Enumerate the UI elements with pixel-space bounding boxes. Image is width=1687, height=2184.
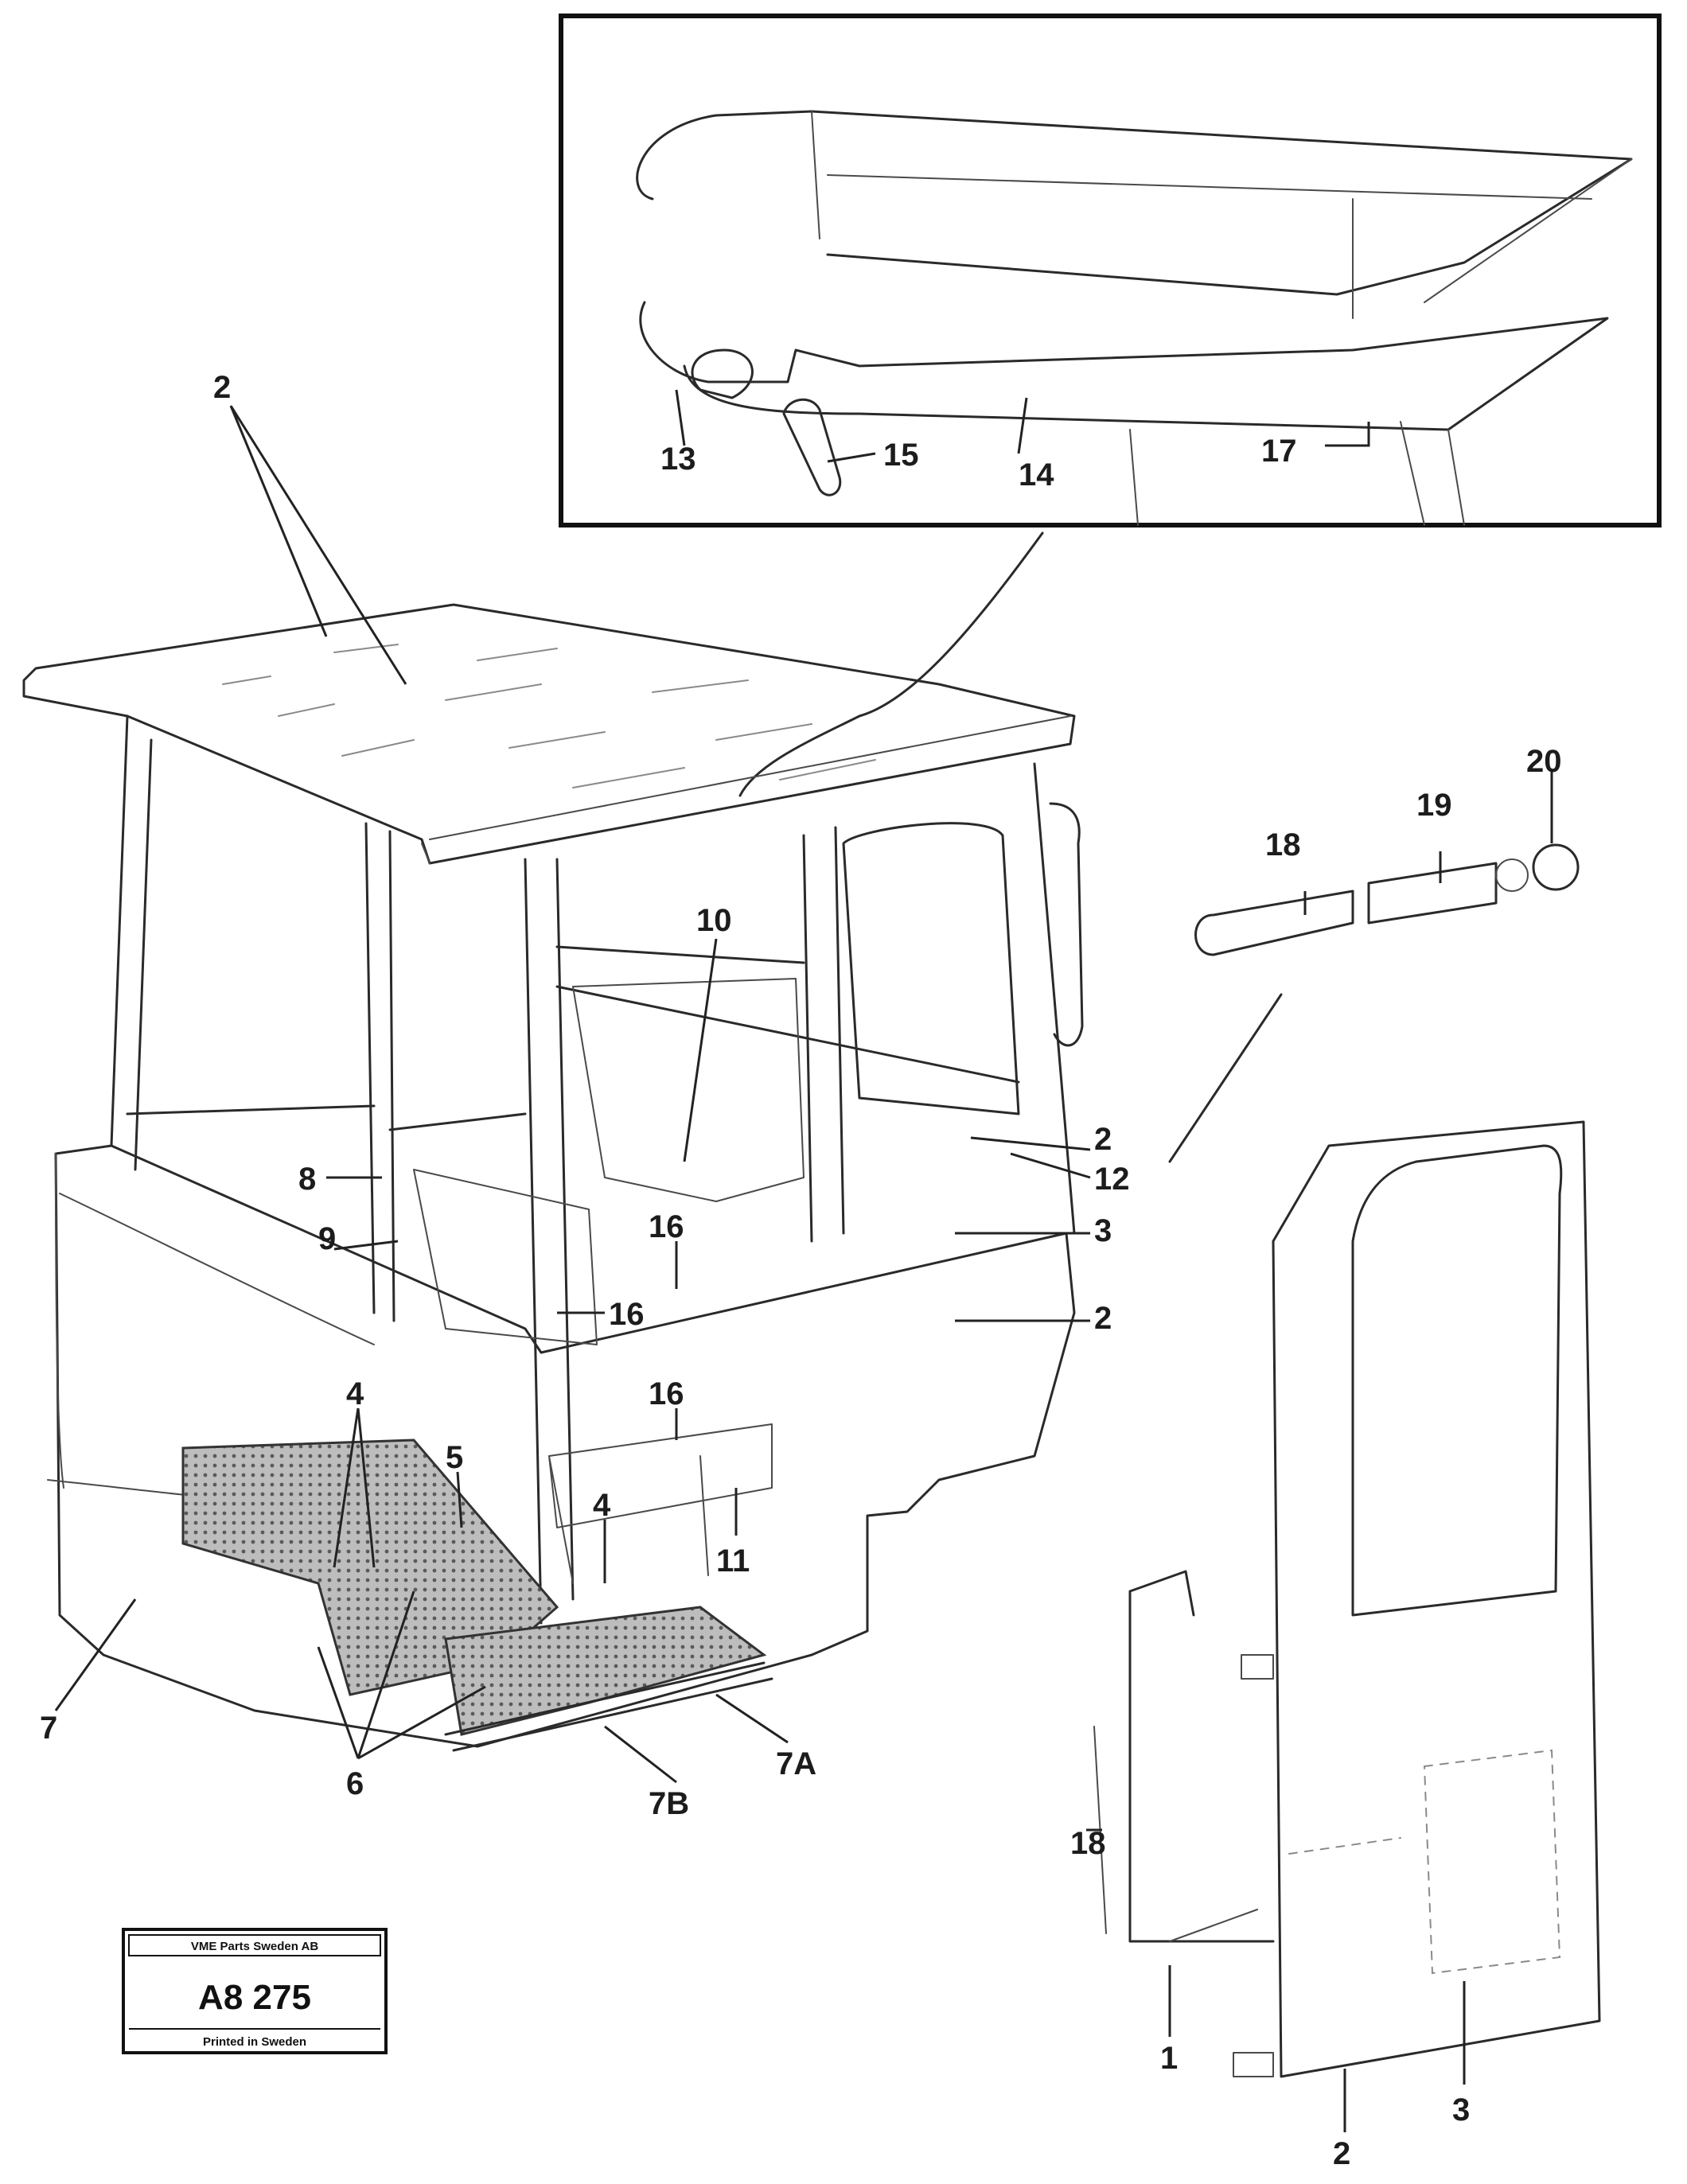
cab-body (22, 603, 1283, 1752)
inset-frame (559, 14, 1662, 528)
door-outline (1272, 1120, 1601, 2078)
door-window (1351, 1144, 1563, 1617)
callout-1: 1 (1160, 2041, 1178, 2076)
door-panel-dashed (1288, 1749, 1561, 1975)
callout-8: 8 (298, 1162, 316, 1197)
callout-15: 15 (883, 438, 919, 473)
inset-hatch-upper (636, 110, 1633, 296)
callout-18-pin: 18 (1265, 827, 1301, 862)
callout-2-right-b: 2 (1094, 1301, 1112, 1336)
stamp-code: A8 275 (198, 1978, 311, 2017)
callout-5: 5 (446, 1440, 463, 1475)
callout-11: 11 (716, 1544, 750, 1579)
callout-3-door: 3 (1452, 2093, 1470, 2128)
inset-handle (782, 398, 842, 496)
window-rail (126, 945, 1020, 1131)
callout-4-left: 4 (346, 1376, 364, 1411)
front-right-pillar (524, 858, 575, 1625)
washer-20 (1495, 858, 1529, 892)
pin-18 (1194, 890, 1354, 956)
sleeve-19 (1367, 862, 1498, 925)
callout-20: 20 (1526, 744, 1562, 779)
callout-2-roof: 2 (213, 370, 231, 405)
middle-pillar (364, 822, 395, 1322)
callout-2-door: 2 (1333, 2136, 1350, 2171)
callout-7A: 7A (776, 1746, 816, 1781)
cab-roof (22, 603, 1076, 865)
rear-right-pillar (1033, 762, 1076, 1235)
callout-18-door: 18 (1070, 1826, 1106, 1861)
dash-panel (413, 978, 805, 1345)
door-hinge-plate (1128, 1570, 1275, 1943)
cab-roof-edge (421, 715, 1071, 864)
callout-10: 10 (696, 903, 732, 938)
callout-7B: 7B (649, 1786, 689, 1821)
callout-4-mid: 4 (593, 1488, 611, 1523)
detail-inset (559, 14, 1662, 528)
pin-pointer (1168, 993, 1283, 1163)
door (1093, 1120, 1601, 2078)
front-left-pillar (110, 714, 153, 1171)
callout-6: 6 (346, 1766, 364, 1801)
inset-hatch-upper-inner (811, 111, 1632, 319)
pin-assembly (1194, 843, 1580, 956)
callout-7: 7 (40, 1711, 57, 1746)
inset-pointer (738, 531, 1044, 797)
nut-20 (1532, 843, 1580, 891)
stamp-footer: Printed in Sweden (203, 2035, 306, 2049)
right-side-window (842, 822, 1020, 1115)
callout-16-a: 16 (649, 1209, 684, 1244)
stamp-company: VME Parts Sweden AB (191, 1940, 318, 1953)
callout-9: 9 (318, 1221, 336, 1256)
callout-17: 17 (1261, 434, 1297, 469)
callout-2-right-a: 2 (1094, 1122, 1112, 1157)
callout-19: 19 (1416, 788, 1452, 823)
door-hinge-rod (1093, 1726, 1258, 1942)
callout-14: 14 (1019, 457, 1054, 492)
floor-mat-front (444, 1606, 767, 1736)
console-box (548, 1423, 773, 1584)
id-stamp: VME Parts Sweden AB A8 275 Printed in Sw… (122, 1928, 388, 2054)
callout-12: 12 (1094, 1162, 1130, 1197)
inset-cab-edge (1129, 421, 1465, 526)
leader-lines (54, 389, 1553, 2132)
inset-hatch-lower (639, 301, 1609, 431)
side-rail (1049, 802, 1084, 1047)
callout-3-right: 3 (1094, 1213, 1112, 1248)
inset-hatch-knob (691, 348, 754, 399)
floor-mat-left (181, 1438, 559, 1696)
step-plate (444, 1661, 773, 1752)
rear-pillar (802, 826, 845, 1243)
door-latch (1233, 1654, 1274, 2077)
callout-16-c: 16 (649, 1376, 684, 1411)
callout-13: 13 (660, 442, 696, 477)
roof-vents (222, 644, 876, 788)
callout-16-b: 16 (609, 1297, 645, 1332)
callout-labels: 2 13 15 14 17 20 19 18 10 8 9 16 16 16 2… (40, 370, 1562, 2171)
cab-lower-body (54, 1144, 1076, 1748)
